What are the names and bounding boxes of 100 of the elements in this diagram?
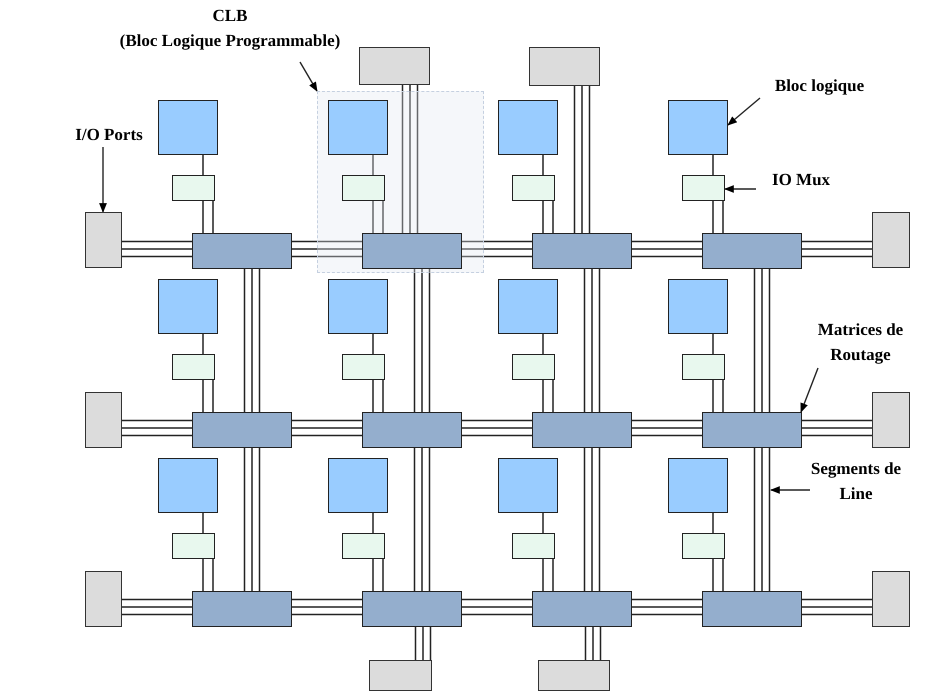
logic-block bbox=[158, 458, 218, 513]
connection-line bbox=[372, 155, 374, 175]
io-port-box bbox=[85, 392, 122, 448]
routing-matrix bbox=[362, 591, 462, 627]
connection-line bbox=[542, 334, 544, 354]
connection-line bbox=[202, 558, 214, 592]
logic-block bbox=[498, 100, 558, 155]
leader-line bbox=[770, 486, 810, 494]
logic-block bbox=[498, 458, 558, 513]
logic-block bbox=[668, 100, 728, 155]
io-mux-box bbox=[342, 533, 385, 559]
io-mux-box bbox=[512, 533, 555, 559]
leader-line bbox=[299, 62, 318, 92]
connection-line bbox=[712, 513, 714, 533]
routing-bus bbox=[461, 240, 533, 258]
io-mux-box bbox=[172, 533, 215, 559]
routing-bus bbox=[574, 85, 590, 234]
io-port-box bbox=[538, 660, 610, 691]
connection-line bbox=[372, 513, 374, 533]
io-mux-box bbox=[342, 175, 385, 201]
routing-bus bbox=[584, 626, 602, 661]
routing-matrix bbox=[702, 412, 802, 448]
routing-matrix bbox=[192, 233, 292, 269]
connection-line bbox=[712, 558, 724, 592]
logic-block bbox=[328, 279, 388, 334]
routing-bus bbox=[801, 598, 873, 616]
routing-bus bbox=[584, 268, 600, 413]
connection-line bbox=[712, 200, 724, 234]
annotation-label: Matrices de Routage bbox=[816, 319, 904, 366]
routing-bus bbox=[291, 240, 363, 258]
routing-matrix bbox=[532, 591, 632, 627]
annotation-label: (Bloc Logique Programmable) bbox=[120, 30, 340, 52]
connection-line bbox=[542, 558, 554, 592]
io-port-box bbox=[872, 392, 910, 448]
annotation-label: IO Mux bbox=[772, 169, 830, 191]
routing-bus bbox=[414, 268, 430, 413]
leader-line bbox=[800, 368, 819, 413]
annotation-label: I/O Ports bbox=[75, 124, 143, 146]
connection-line bbox=[542, 513, 544, 533]
routing-bus bbox=[461, 598, 533, 616]
io-mux-box bbox=[172, 354, 215, 380]
routing-bus bbox=[754, 447, 770, 592]
routing-bus bbox=[631, 240, 703, 258]
connection-line bbox=[372, 379, 384, 413]
leader-line bbox=[724, 185, 756, 193]
connection-line bbox=[372, 558, 384, 592]
routing-bus bbox=[121, 598, 193, 616]
io-port-box bbox=[85, 571, 122, 627]
routing-bus bbox=[291, 420, 363, 436]
routing-bus bbox=[584, 447, 600, 592]
connection-line bbox=[542, 200, 554, 234]
connection-line bbox=[372, 200, 384, 234]
annotation-label: Segments de Line bbox=[810, 458, 902, 505]
routing-bus bbox=[754, 268, 770, 413]
io-port-box bbox=[369, 660, 432, 691]
io-port-box bbox=[359, 47, 430, 85]
io-mux-box bbox=[682, 354, 725, 380]
connection-line bbox=[712, 379, 724, 413]
connection-line bbox=[202, 155, 204, 175]
io-port-box bbox=[85, 212, 122, 268]
routing-matrix bbox=[192, 412, 292, 448]
io-mux-box bbox=[512, 354, 555, 380]
connection-line bbox=[202, 334, 204, 354]
routing-bus bbox=[801, 420, 873, 436]
routing-matrix bbox=[702, 591, 802, 627]
io-mux-box bbox=[512, 175, 555, 201]
connection-line bbox=[372, 334, 374, 354]
routing-matrix bbox=[192, 591, 292, 627]
logic-block bbox=[158, 100, 218, 155]
annotation-label: CLB bbox=[212, 5, 248, 27]
clb-region bbox=[317, 91, 484, 273]
routing-bus bbox=[291, 598, 363, 616]
io-port-box bbox=[872, 571, 910, 627]
logic-block bbox=[498, 279, 558, 334]
logic-block bbox=[328, 100, 388, 155]
logic-block bbox=[328, 458, 388, 513]
routing-bus bbox=[461, 420, 533, 436]
io-port-box bbox=[529, 47, 600, 86]
connection-line bbox=[542, 155, 544, 175]
routing-bus bbox=[414, 447, 430, 592]
leader-line bbox=[99, 147, 107, 213]
routing-matrix bbox=[532, 412, 632, 448]
routing-bus bbox=[402, 84, 418, 234]
logic-block bbox=[668, 458, 728, 513]
connection-line bbox=[712, 155, 714, 175]
routing-matrix bbox=[702, 233, 802, 269]
logic-block bbox=[668, 279, 728, 334]
routing-matrix bbox=[532, 233, 632, 269]
leader-line bbox=[727, 97, 760, 126]
routing-matrix bbox=[362, 233, 462, 269]
routing-bus bbox=[244, 447, 260, 592]
annotation-label: Bloc logique bbox=[774, 75, 864, 97]
io-mux-box bbox=[342, 354, 385, 380]
routing-bus bbox=[244, 268, 260, 413]
routing-bus bbox=[121, 420, 193, 436]
connection-line bbox=[202, 200, 214, 234]
logic-block bbox=[158, 279, 218, 334]
connection-line bbox=[712, 334, 714, 354]
io-mux-box bbox=[682, 533, 725, 559]
connection-line bbox=[202, 379, 214, 413]
